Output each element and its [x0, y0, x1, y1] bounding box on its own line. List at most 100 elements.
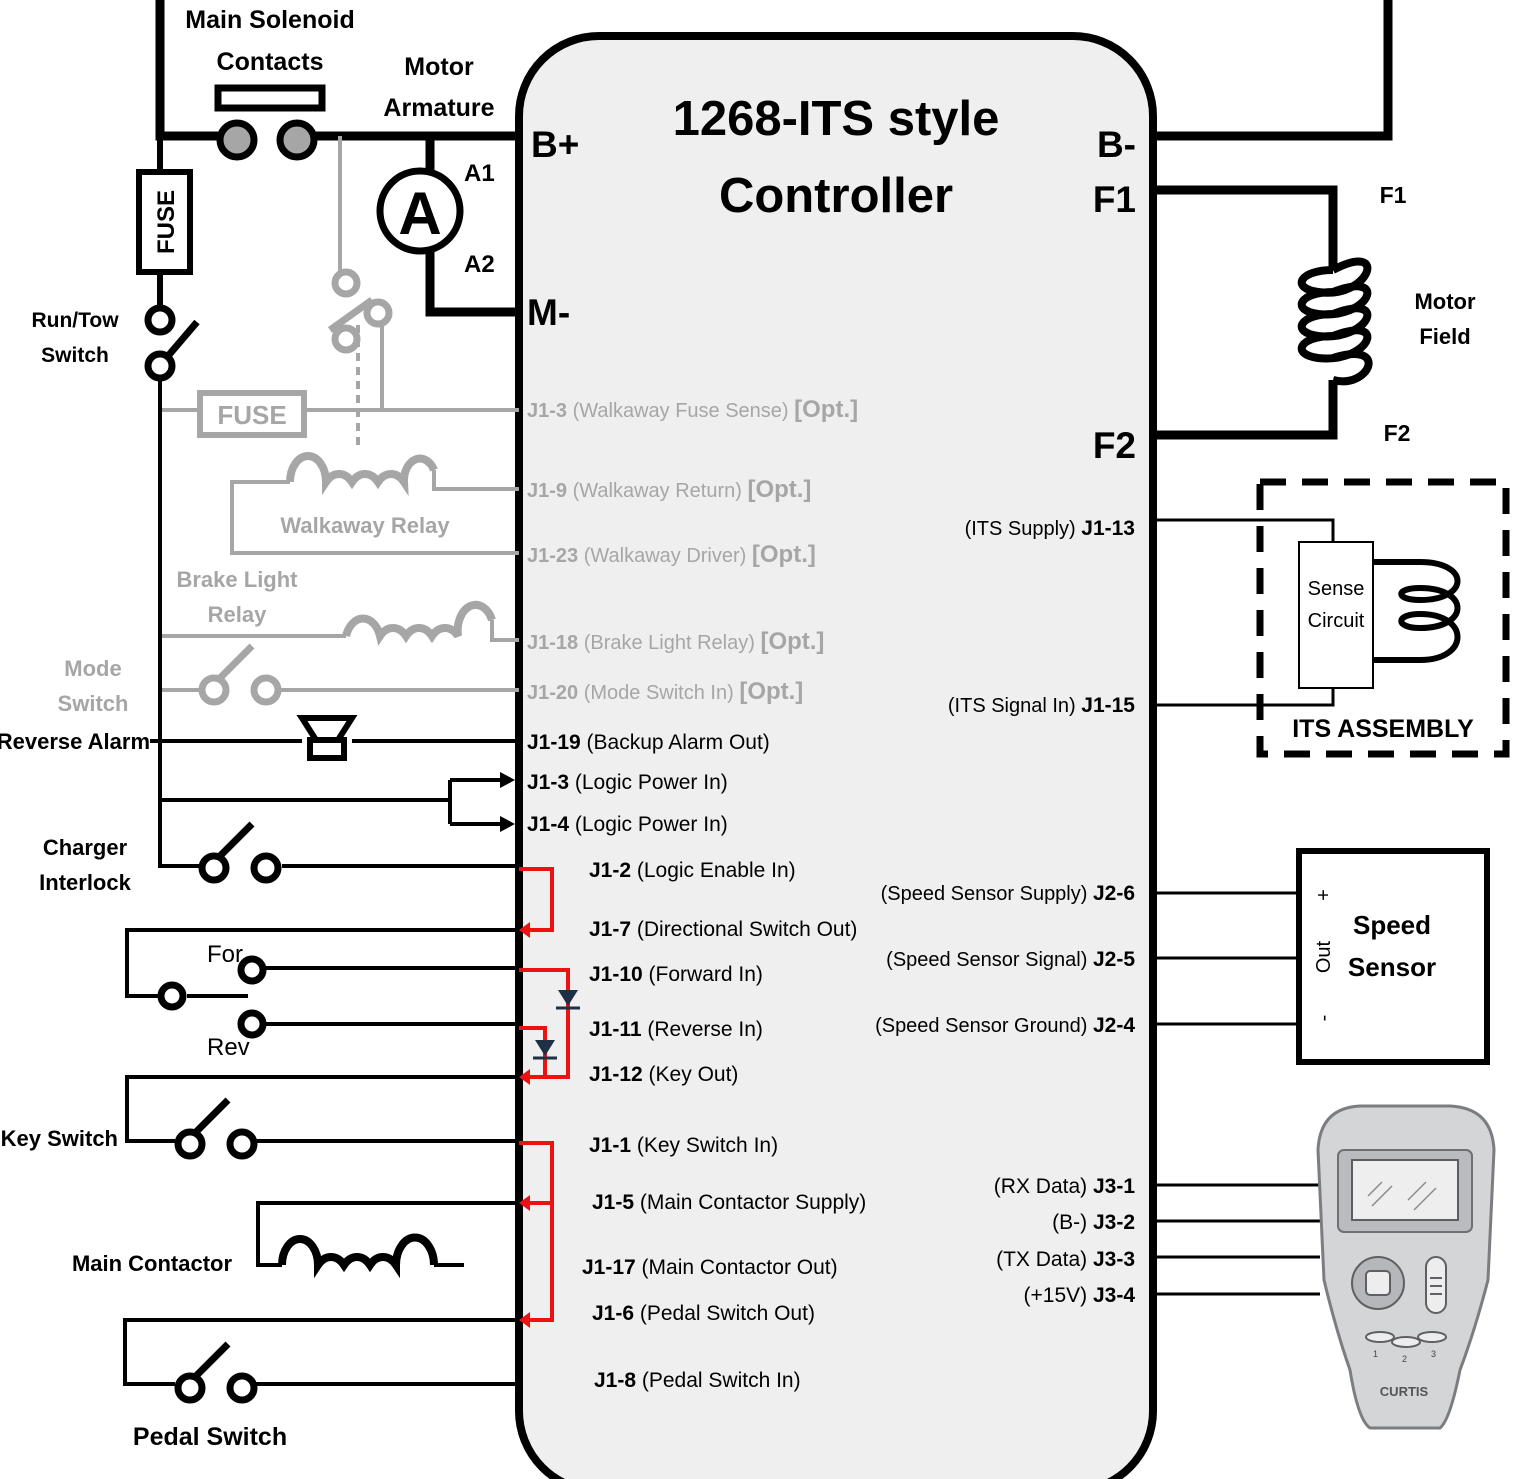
pin-label-j1-15: (ITS Signal In) J1-15	[948, 694, 1135, 717]
pin-label-j3-2: (B-) J3-2	[1052, 1211, 1135, 1234]
walkaway-fuse-icon	[197, 390, 307, 438]
pin-label-j2-4: (Speed Sensor Ground) J2-4	[875, 1014, 1135, 1037]
direction-switch-icon	[157, 955, 267, 1039]
programmer-key-3: 3	[1431, 1349, 1436, 1359]
mode-switch-label-2: Switch	[58, 691, 129, 716]
walkaway-switch-icon	[327, 268, 393, 354]
its-wiring	[1153, 518, 1335, 707]
speed-sensor-label-1: Speed	[1353, 910, 1431, 940]
pin-label-j1-7: J1-7 (Directional Switch Out)	[589, 918, 857, 941]
terminal-f2: F2	[1093, 425, 1136, 466]
pin-label-j1-3-opt: J1-3 (Walkaway Fuse Sense) [Opt.]	[527, 396, 858, 423]
programmer-wiring	[1153, 1183, 1320, 1296]
handheld-programmer-icon	[1316, 1104, 1496, 1430]
controller-title-line2: Controller	[719, 169, 953, 223]
pin-label-j1-20: J1-20 (Mode Switch In) [Opt.]	[527, 678, 803, 705]
motor-field-label-1: Motor	[1414, 289, 1476, 314]
pin-label-j1-9: J1-9 (Walkaway Return) [Opt.]	[527, 476, 811, 503]
pin-label-j2-6: (Speed Sensor Supply) J2-6	[881, 882, 1135, 905]
key-switch-label: Key Switch	[1, 1126, 118, 1151]
pin-label-j3-4: (+15V) J3-4	[1024, 1284, 1136, 1307]
brake-light-label-2: Relay	[208, 602, 267, 627]
diode-icons	[533, 990, 580, 1060]
speed-sensor-box	[1296, 848, 1490, 1065]
brake-light-relay-coil-icon	[342, 600, 496, 646]
programmer-brand: CURTIS	[1380, 1384, 1429, 1399]
field-f2-label: F2	[1384, 420, 1411, 446]
motor-field-coil-icon	[1297, 257, 1373, 386]
brake-light-label-1: Brake Light	[176, 567, 298, 592]
armature-a2-label: A2	[464, 251, 495, 278]
speed-sensor-wiring	[1153, 891, 1299, 1026]
logic-wiring	[123, 378, 519, 1386]
pin-label-j3-1: (RX Data) J3-1	[994, 1175, 1136, 1198]
terminal-f1: F1	[1093, 179, 1136, 220]
pin-label-j1-10: J1-10 (Forward In)	[589, 963, 763, 986]
pedal-switch-label: Pedal Switch	[133, 1423, 287, 1451]
field-f1-label: F1	[1380, 182, 1407, 208]
pin-label-j1-8: J1-8 (Pedal Switch In)	[594, 1369, 801, 1392]
forward-label: For	[207, 941, 243, 968]
run-tow-label-1: Run/Tow	[31, 309, 119, 332]
walkaway-relay-coil-icon	[286, 452, 438, 497]
pin-label-j1-17: J1-17 (Main Contactor Out)	[582, 1256, 838, 1279]
terminal-m-minus: M-	[527, 292, 570, 333]
sense-circuit-label-2: Circuit	[1308, 610, 1365, 632]
arrow-j1-4	[500, 816, 515, 832]
horn-icon	[296, 715, 358, 761]
programmer-key-1: 1	[1373, 1349, 1378, 1359]
mode-switch-icon	[198, 643, 282, 706]
internal-jumpers	[519, 867, 570, 1322]
terminal-b-minus: B-	[1097, 124, 1136, 165]
armature-a1-label: A1	[464, 160, 495, 187]
arrow-j1-3	[500, 772, 515, 788]
its-assembly-box	[1256, 478, 1510, 758]
pin-label-j1-5: J1-5 (Main Contactor Supply)	[592, 1191, 866, 1214]
ammeter-icon	[376, 167, 464, 255]
motor-armature-label-2: Armature	[383, 94, 494, 122]
run-tow-switch-icon	[144, 304, 200, 382]
pin-label-j1-18: J1-18 (Brake Light Relay) [Opt.]	[527, 628, 824, 655]
its-assembly-label: ITS ASSEMBLY	[1292, 715, 1474, 743]
mode-switch-label-1: Mode	[64, 656, 121, 681]
ammeter-symbol: A	[398, 180, 441, 247]
solenoid-contact-left	[216, 119, 258, 161]
optional-circuits	[160, 136, 519, 692]
its-coil-icon	[1373, 559, 1461, 663]
programmer-key-2: 2	[1402, 1354, 1407, 1364]
pedal-switch-icon	[174, 1341, 258, 1404]
left-pin-labels: J1-3 (Walkaway Fuse Sense) [Opt.] J1-9 (…	[527, 396, 866, 1392]
fuse-label: FUSE	[153, 190, 180, 254]
pin-label-j3-3: (TX Data) J3-3	[996, 1248, 1135, 1271]
pin-label-j2-5: (Speed Sensor Signal) J2-5	[886, 948, 1135, 971]
pin-label-j1-19: J1-19 (Backup Alarm Out)	[527, 731, 770, 754]
speed-sensor-plus: +	[1313, 889, 1335, 901]
pin-label-j1-23: J1-23 (Walkaway Driver) [Opt.]	[527, 541, 816, 568]
walkaway-fuse-label: FUSE	[217, 400, 286, 430]
pin-label-j1-3: J1-3 (Logic Power In)	[527, 771, 728, 794]
charger-interlock-label-1: Charger	[43, 835, 128, 860]
controller-body	[515, 32, 1157, 1479]
pin-label-j1-6: J1-6 (Pedal Switch Out)	[592, 1302, 815, 1325]
controller-title-line1: 1268-ITS style	[673, 92, 1000, 146]
reverse-label: Rev	[207, 1034, 250, 1061]
sense-circuit-label-1: Sense	[1308, 578, 1365, 600]
terminal-b-plus: B+	[531, 124, 579, 165]
sense-circuit-box	[1298, 541, 1374, 689]
walkaway-relay-label: Walkaway Relay	[280, 513, 450, 538]
key-switch-icon	[174, 1097, 258, 1160]
solenoid-contact-right	[276, 119, 318, 161]
run-tow-label-2: Switch	[41, 344, 109, 367]
pin-label-j1-4: J1-4 (Logic Power In)	[527, 813, 728, 836]
charger-interlock-switch-icon	[198, 821, 282, 884]
main-contactor-label: Main Contactor	[72, 1251, 233, 1276]
speed-sensor-label-2: Sensor	[1348, 952, 1436, 982]
main-contactor-coil-icon	[278, 1233, 438, 1279]
pin-label-j1-1: J1-1 (Key Switch In)	[589, 1134, 778, 1157]
main-solenoid-label-2: Contacts	[217, 48, 324, 76]
jumper-arrows	[519, 922, 530, 1328]
speed-sensor-out: Out	[1313, 940, 1335, 973]
solenoid-bar	[214, 84, 326, 112]
speed-sensor-minus: -	[1313, 1015, 1335, 1022]
